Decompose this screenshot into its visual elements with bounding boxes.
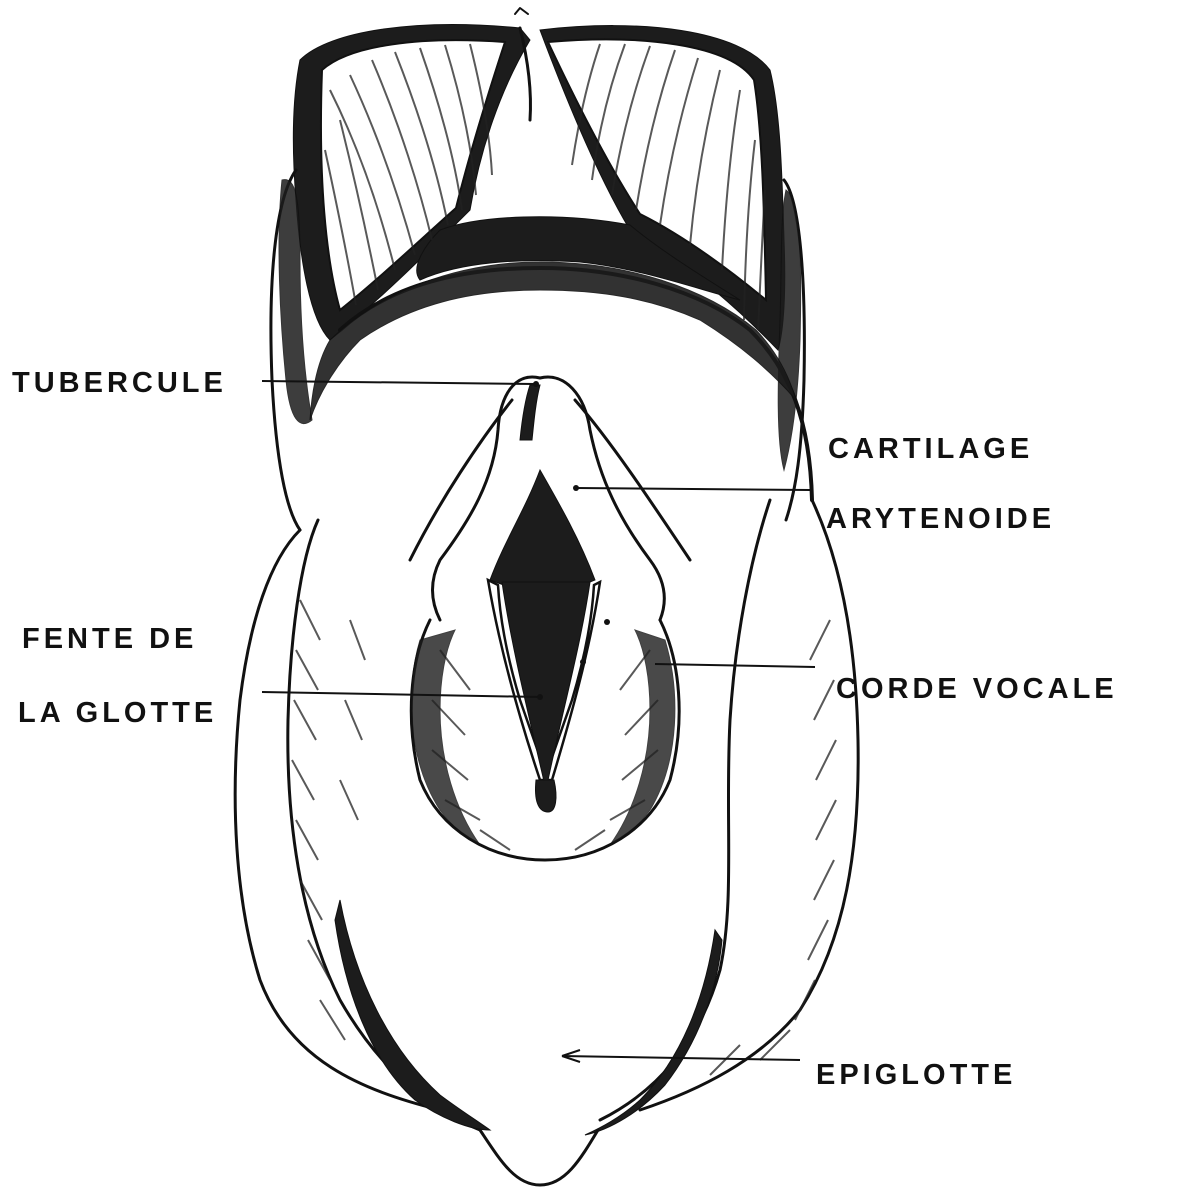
label-corde-vocale: CORDE VOCALE [836, 673, 1118, 705]
label-tubercule: TUBERCULE [12, 367, 227, 399]
cartilage-leader [576, 488, 810, 490]
label-cartilage-line2: ARYTENOIDE [826, 503, 1055, 535]
label-fente-line1: FENTE DE [22, 623, 197, 655]
fente-leader [262, 692, 540, 697]
glottis [488, 470, 610, 812]
label-fente-line2: LA GLOTTE [18, 697, 217, 729]
arytenoid-muscles [293, 8, 784, 350]
label-epiglotte: EPIGLOTTE [816, 1059, 1016, 1091]
label-cartilage-line1: CARTILAGE [828, 433, 1033, 465]
